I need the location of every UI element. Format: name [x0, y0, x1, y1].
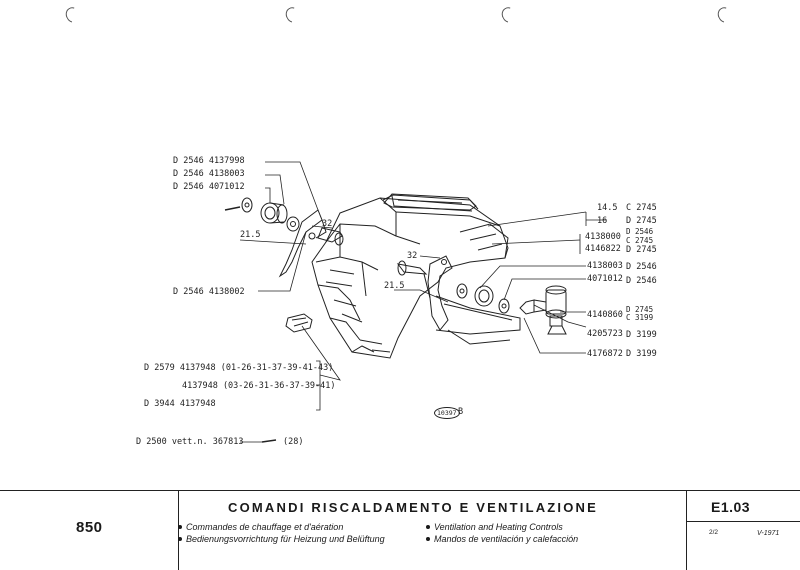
label-d3199-a: D 3199: [626, 330, 657, 340]
subtitle-es: Mandos de ventilación y calefacción: [426, 534, 578, 544]
label-4071012: D 2546 4071012: [173, 182, 245, 192]
label-4138003-r: 4138003: [587, 261, 623, 271]
model-cell: 850: [0, 491, 179, 570]
bullet-icon: [426, 536, 430, 541]
bullet-icon: [178, 536, 182, 541]
dimension-right-32: 32: [407, 251, 418, 261]
label-4140860: 4140860: [587, 310, 623, 320]
label-c3199: C 3199: [626, 313, 654, 322]
dimension-right-21-5: 21.5: [384, 281, 405, 291]
dimension-16: 16: [597, 216, 608, 226]
label-c2745-a: C 2745: [626, 203, 657, 213]
label-d2745-c: D 2745: [626, 305, 654, 314]
heater-box: [311, 197, 509, 359]
exploded-parts-diagram: [224, 161, 606, 443]
title-block: 850 COMANDI RISCALDAMENTO E VENTILAZIONE…: [0, 490, 800, 570]
label-4137948-a: D 2579 4137948 (01-26-31-37-39-41-43): [144, 363, 334, 373]
label-4146822: 4146822: [585, 244, 621, 254]
dimension-left-21-5: 21.5: [240, 230, 261, 240]
bullet-icon: [178, 524, 182, 529]
dimension-left-32: 32: [322, 219, 333, 229]
label-4138002: D 2546 4138002: [173, 287, 245, 297]
label-d2745-b: D 2745: [626, 245, 657, 255]
label-4137998: D 2546 4137998: [173, 156, 245, 166]
label-4138000: 4138000: [585, 232, 621, 242]
figure-number: 10397: [434, 407, 460, 419]
edition-date: V-1971: [757, 530, 780, 537]
title-cell: COMANDI RISCALDAMENTO E VENTILAZIONE Com…: [178, 491, 686, 570]
dimension-14-5: 14.5: [597, 203, 618, 213]
model-number: 850: [76, 519, 103, 536]
label-d2546-c: D 2546: [626, 276, 657, 286]
subtitle-fr: Commandes de chauffage et d'aération: [178, 522, 343, 532]
label-d2546-b: D 2546: [626, 262, 657, 272]
label-4137948-c: D 3944 4137948: [144, 399, 216, 409]
code-cell: E1.03 2/2 V-1971: [686, 491, 800, 570]
label-vett-ref: (28): [283, 437, 304, 447]
label-4137948-b: 4137948 (03-26-31-36-37-39-41): [182, 381, 336, 391]
subtitle-de: Bedienungsvorrichtung für Heizung und Be…: [178, 534, 385, 544]
label-c2745-b: C 2745: [626, 236, 654, 245]
divider: [687, 521, 800, 522]
label-4205723: 4205723: [587, 329, 623, 339]
label-d2546-a: D 2546: [626, 227, 654, 236]
section-code: E1.03: [711, 499, 751, 515]
label-4071012-r: 4071012: [587, 274, 623, 284]
label-d2745-a: D 2745: [626, 216, 657, 226]
bullet-icon: [426, 524, 430, 529]
label-d3199-b: D 3199: [626, 349, 657, 359]
sheet-number: 2/2: [709, 529, 719, 536]
section-title: COMANDI RISCALDAMENTO E VENTILAZIONE: [228, 500, 599, 515]
label-vett: D 2500 vett.n. 367813: [136, 437, 244, 447]
figure-letter: B: [458, 407, 464, 417]
label-4176872: 4176872: [587, 349, 623, 359]
label-4138003: D 2546 4138003: [173, 169, 245, 179]
subtitle-en: Ventilation and Heating Controls: [426, 522, 563, 532]
